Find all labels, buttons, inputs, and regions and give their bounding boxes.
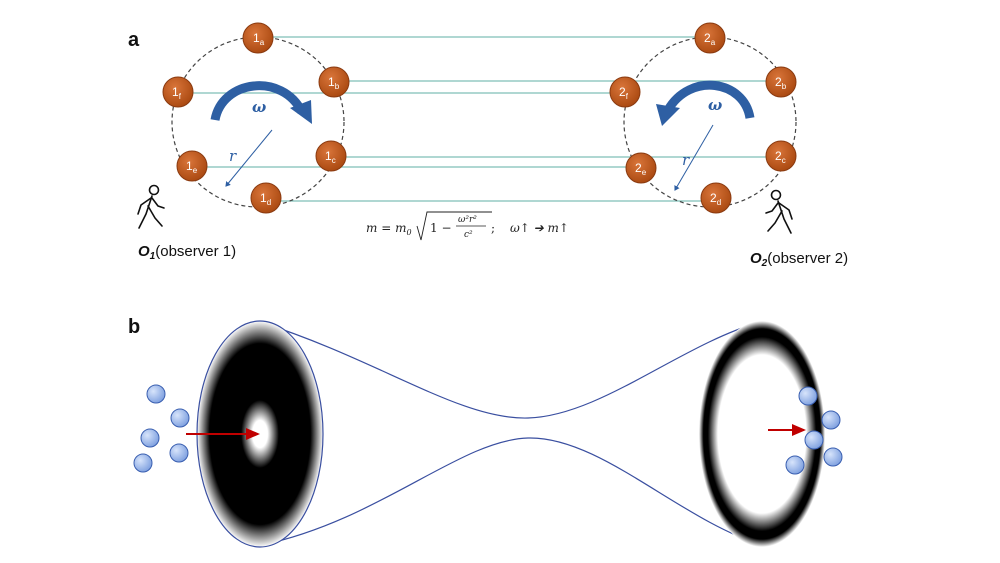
ball-2c: 2c [765,140,797,172]
ring-1: ω r 1a 1b 1c 1d 1e 1f [162,22,350,214]
svg-text:c²: c² [464,230,473,240]
beam-upper-edge [259,321,761,419]
ball-1b: 1b [318,66,350,98]
radius-line-1 [225,129,273,187]
svg-text:2d: 2d [710,191,721,207]
curved-arrow-head-icon [290,100,312,124]
ring-2: ω r 2a 2b 2c 2d 2e 2f [609,22,797,214]
omega-symbol-2: ω [708,96,722,114]
ball-2d: 2d [700,182,732,214]
connector-lines [178,36,779,202]
svg-text:ω↑ ➔ m↑: ω↑ ➔ m↑ [510,221,569,235]
walking-person-icon [765,189,793,234]
particles-left [133,384,190,473]
ball-1f: 1f [162,76,194,108]
ball-2a: 2a [694,22,726,54]
svg-text:2a: 2a [704,31,716,47]
svg-text:2e: 2e [635,161,647,177]
particle [823,447,843,467]
ring-1-orbit [171,36,345,208]
ball-1a: 1a [242,22,274,54]
ball-1e: 1e [176,150,208,182]
mass-formula: m = m0 1 − ω²r² c² ; ω↑ ➔ m↑ [366,211,569,241]
svg-text:2f: 2f [619,85,629,101]
particle [798,386,818,406]
particle [133,453,153,473]
ball-2e: 2e [625,152,657,184]
ball-2b: 2b [765,66,797,98]
particle [785,455,805,475]
particle [804,430,824,450]
particle [146,384,166,404]
svg-text:1c: 1c [325,149,336,165]
curved-arrow-head-icon [656,104,680,126]
particle [170,408,190,428]
ball-1c: 1c [315,140,347,172]
particle [821,410,841,430]
svg-text:m = m0: m = m0 [366,221,412,237]
particle [140,428,160,448]
radius-line-2 [674,124,714,191]
svg-text:1 −: 1 − [430,221,452,235]
svg-text:1e: 1e [186,159,198,175]
svg-text:1f: 1f [172,85,182,101]
panel-a-label: a [128,29,140,51]
omega-symbol-1: ω [252,98,266,116]
observer-1-label: O1(observer 1) [138,243,236,262]
walking-person-icon [137,184,165,229]
radius-label-2: r [682,151,690,169]
particles-right [785,386,843,475]
ring-2-orbit [623,36,797,208]
svg-text:1d: 1d [260,191,271,207]
particle [169,443,189,463]
svg-text:1a: 1a [253,31,265,47]
svg-text:1b: 1b [328,75,340,91]
curved-arrow-icon [664,80,755,120]
svg-text:;: ; [491,221,495,235]
beam-lower-edge [261,437,763,546]
beam-profile [259,321,763,546]
radius-label-1: r [229,147,237,165]
observer-2-label: O2(observer 2) [750,250,848,269]
svg-text:ω²r²: ω²r² [458,215,477,225]
beam-cross-section-right [699,321,825,547]
curved-arrow-icon [210,81,307,122]
panel-b-label: b [128,316,140,338]
svg-text:2b: 2b [775,75,787,91]
svg-text:2c: 2c [775,149,786,165]
ball-2f: 2f [609,76,641,108]
ball-1d: 1d [250,182,282,214]
